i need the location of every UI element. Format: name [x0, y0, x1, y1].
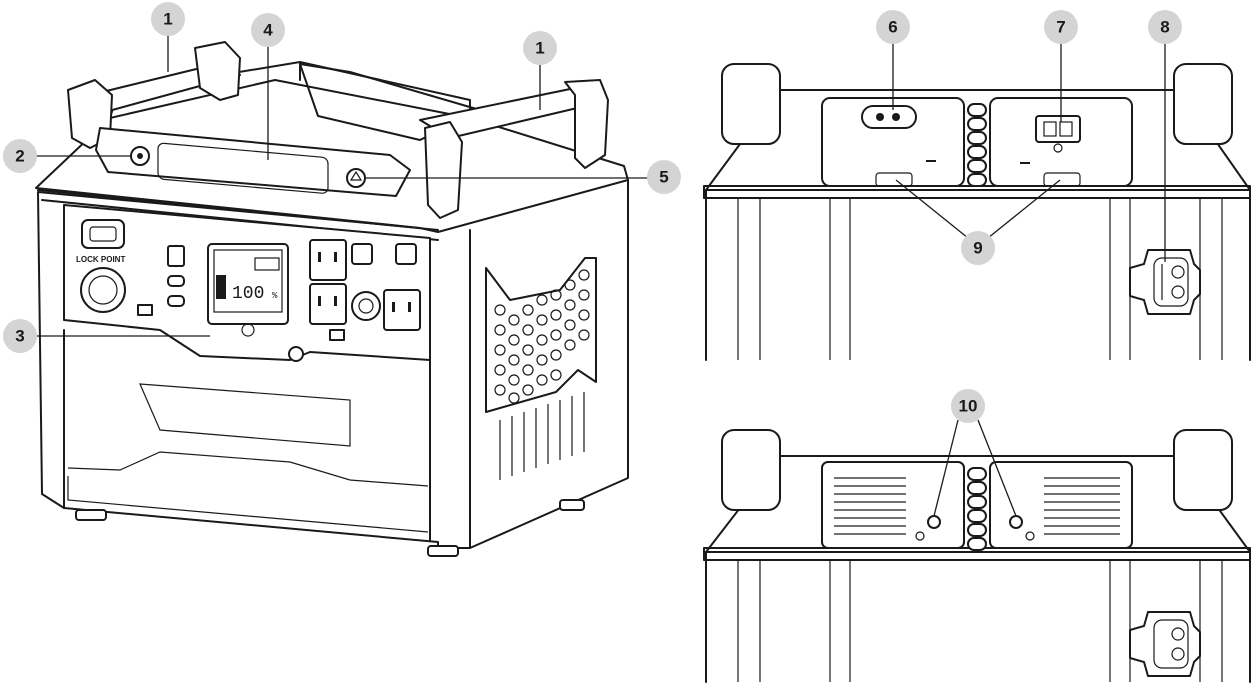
- callout-7-label: 7: [1056, 18, 1065, 37]
- callout-2-label: 2: [15, 147, 24, 166]
- callout-3: 3: [3, 319, 37, 353]
- callout-5: 5: [647, 160, 681, 194]
- callout-9-label: 9: [973, 239, 982, 258]
- callout-7: 7: [1044, 10, 1078, 44]
- callout-8: 8: [1148, 10, 1182, 44]
- callout-4-label: 4: [263, 21, 273, 40]
- callout-1-left-label: 1: [163, 10, 172, 29]
- rear-view-covers: [703, 429, 1251, 683]
- callout-1-left: 1: [151, 2, 185, 36]
- callout-6-label: 6: [888, 18, 897, 37]
- lcd-value: 100: [232, 284, 264, 304]
- callout-8-label: 8: [1160, 18, 1169, 37]
- side-vent-grid: [494, 269, 590, 404]
- callout-6: 6: [876, 10, 910, 44]
- callout-10-label: 10: [959, 397, 978, 416]
- power-station-front-view: LOCK POINT 100 %: [35, 41, 629, 557]
- callout-1-right: 1: [523, 31, 557, 65]
- rear-view-ports: [703, 63, 1251, 361]
- center-connector-column: [967, 103, 987, 187]
- callout-3-label: 3: [15, 327, 24, 346]
- callout-4: 4: [251, 13, 285, 47]
- callout-10: 10: [951, 389, 985, 423]
- lock-point-label: LOCK POINT: [76, 255, 125, 264]
- callout-9: 9: [961, 231, 995, 265]
- center-connector-column-lower: [967, 467, 987, 551]
- callout-5-label: 5: [659, 168, 668, 187]
- callout-1-right-label: 1: [535, 39, 544, 58]
- callout-2: 2: [3, 139, 37, 173]
- leader-lines: [35, 26, 1166, 517]
- lcd-unit: %: [272, 291, 278, 301]
